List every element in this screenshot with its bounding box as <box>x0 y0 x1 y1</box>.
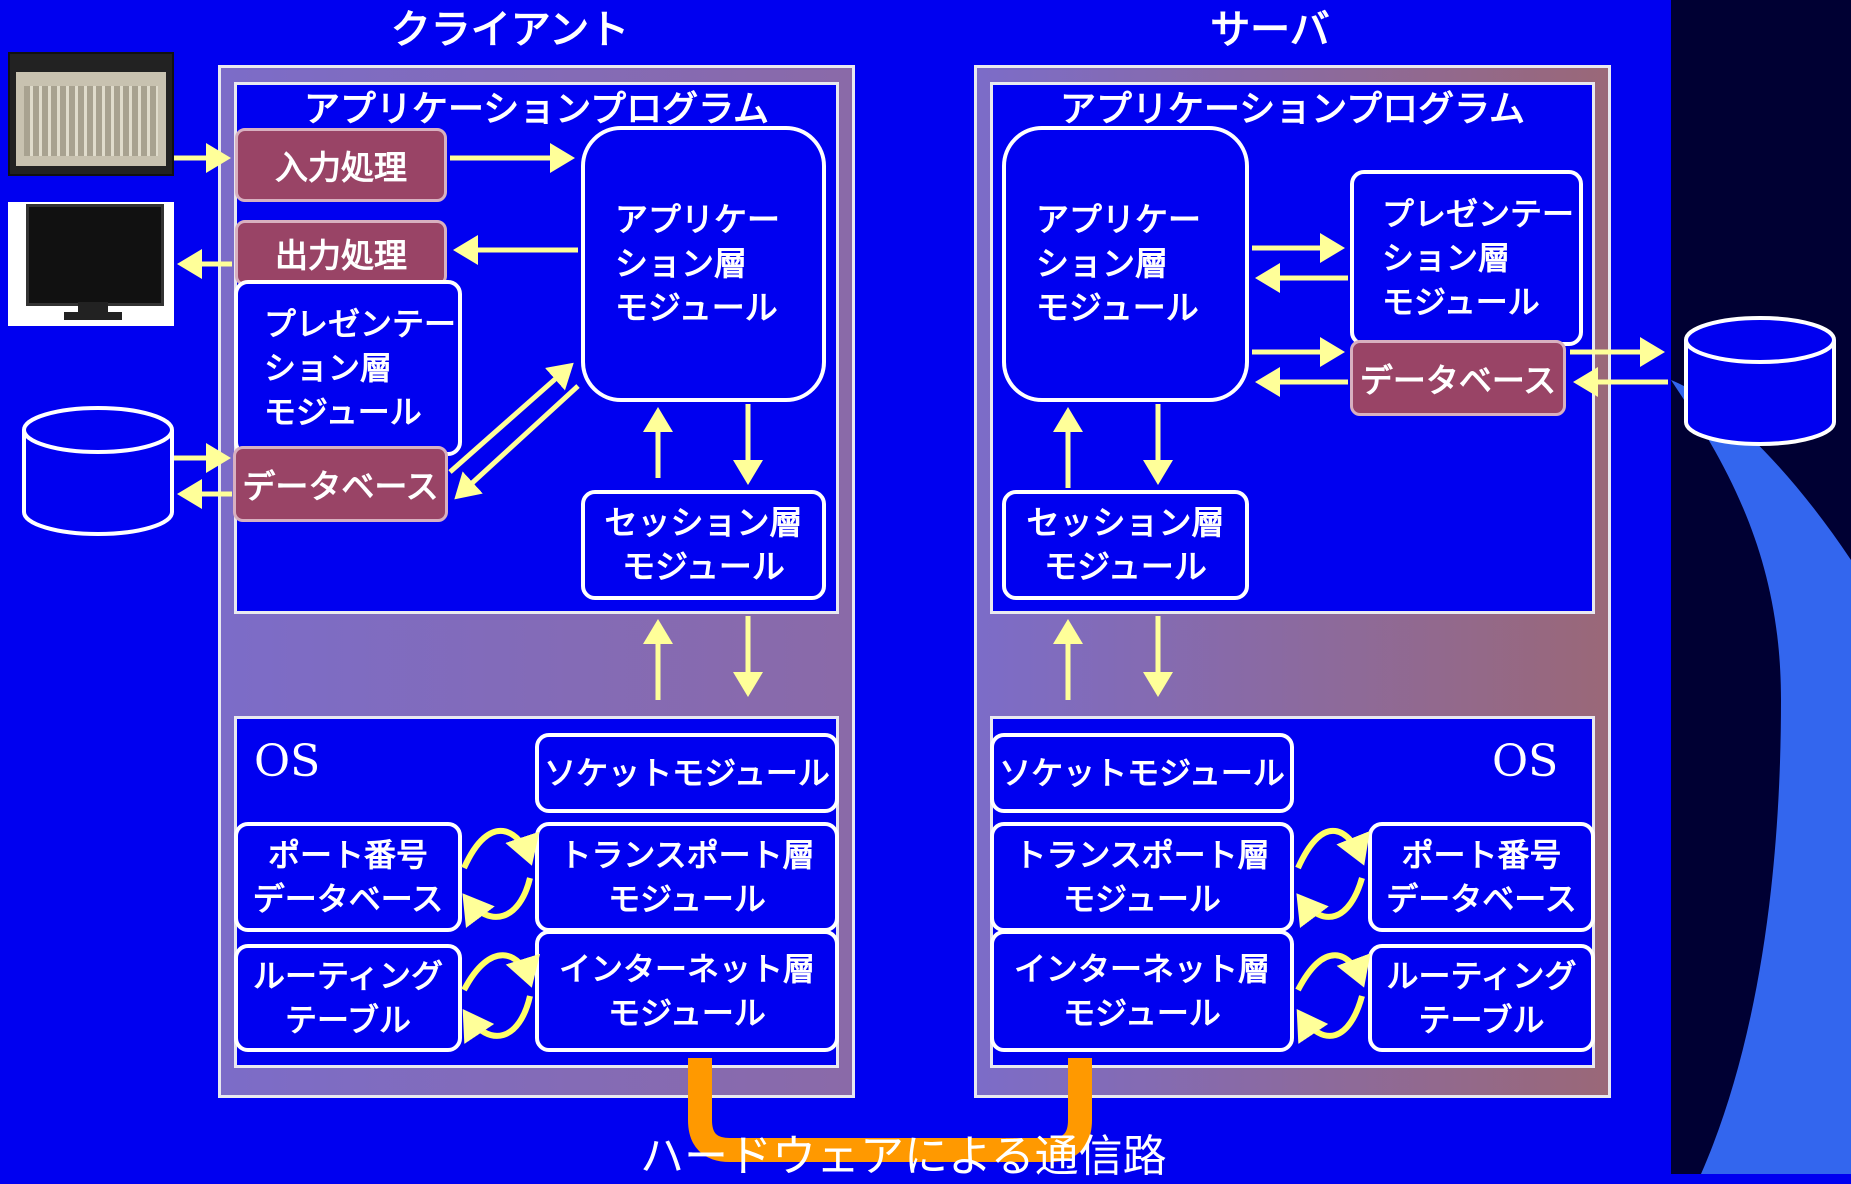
server-database-label: データベース <box>1350 340 1566 416</box>
client-database-label: データベース <box>233 446 448 522</box>
server-app-module: アプリケー ション層 モジュール <box>1002 126 1249 402</box>
server-title: サーバ <box>1210 7 1330 53</box>
client-presentation-module: プレゼンテー ション層 モジュール <box>234 280 462 456</box>
server-session-module: セッション層 モジュール <box>1002 490 1249 600</box>
server-socket-module: ソケットモジュール <box>990 733 1294 813</box>
hardware-path-label: ハードウェアによる通信路 <box>640 1131 1167 1182</box>
client-routing-table: ルーティング テーブル <box>234 944 462 1052</box>
client-os-label: OS <box>254 736 321 787</box>
client-internet-module: インターネット層 モジュール <box>535 930 839 1052</box>
client-session-module: セッション層 モジュール <box>581 490 826 600</box>
client-app-title: アプリケーションプログラム <box>303 89 770 130</box>
server-internet-module: インターネット層 モジュール <box>990 930 1294 1052</box>
server-routing-table: ルーティング テーブル <box>1368 944 1595 1052</box>
client-title: クライアント <box>390 7 630 53</box>
client-app-module: アプリケー ション層 モジュール <box>581 126 826 402</box>
keyboard-icon <box>8 52 174 176</box>
server-port-database: ポート番号 データベース <box>1368 822 1595 932</box>
monitor-icon <box>8 202 174 326</box>
server-os-label: OS <box>1492 736 1559 787</box>
server-app-title: アプリケーションプログラム <box>1059 89 1526 130</box>
client-port-database: ポート番号 データベース <box>234 822 462 932</box>
client-socket-module: ソケットモジュール <box>535 733 839 813</box>
client-input-processing: 入力処理 <box>235 128 447 202</box>
client-output-processing: 出力処理 <box>235 220 447 286</box>
background-decoration <box>1671 0 1851 1174</box>
server-transport-module: トランスポート層 モジュール <box>990 822 1294 932</box>
client-transport-module: トランスポート層 モジュール <box>535 822 839 932</box>
server-presentation-module: プレゼンテー ション層 モジュール <box>1350 170 1583 346</box>
